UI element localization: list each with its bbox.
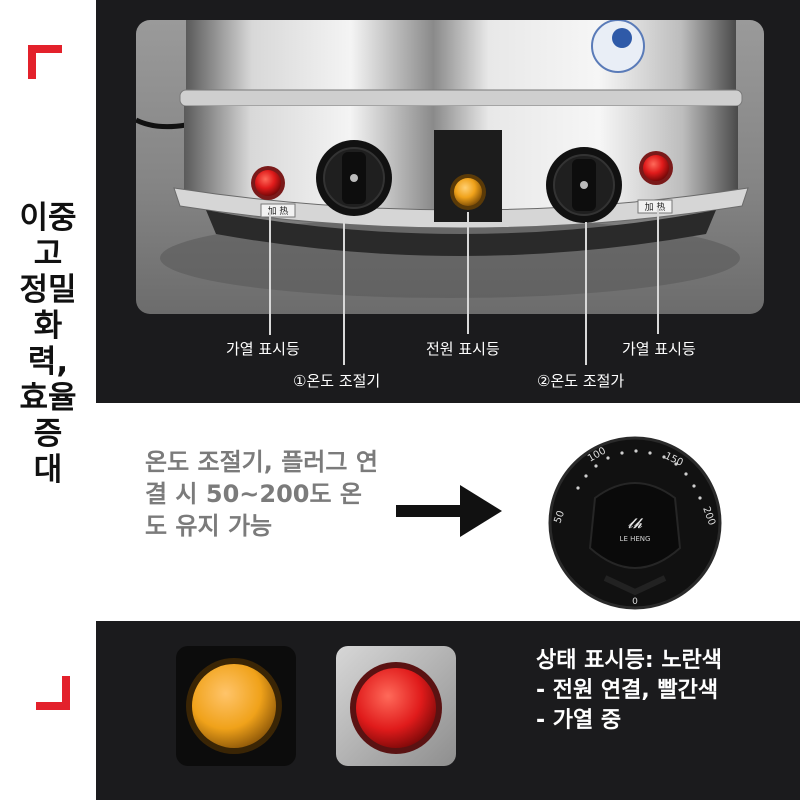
- leader-heat-right: [657, 208, 659, 334]
- dial-tick-label: 0: [632, 597, 638, 607]
- heat-plate-right: 加 热: [645, 201, 666, 213]
- urn-illustration: 加 热 加 热: [136, 20, 749, 298]
- thermostat-dial: 50 100 150 200 0 𝓵𝓱 LE HENG: [543, 431, 727, 615]
- callout-thermostat-2: ②온도 조절가: [537, 372, 625, 390]
- leader-thermo-2: [585, 222, 587, 365]
- dial-brand: LE HENG: [620, 535, 651, 543]
- corner-bracket-top-icon: [28, 45, 62, 79]
- dial-tick-label: 50: [552, 509, 567, 525]
- callout-heat-light-left: 가열 표시등: [226, 340, 300, 358]
- side-heading-line: 효율: [19, 380, 77, 416]
- indicator-description: 상태 표시등: 노란색 - 전원 연결, 빨간색 - 가열 중: [536, 648, 723, 733]
- side-heading-line: 화: [33, 308, 63, 344]
- arrow-right-icon: [396, 485, 502, 537]
- callout-power-light: 전원 표시등: [426, 340, 500, 358]
- side-heading-line: 정밀: [19, 272, 77, 308]
- leader-heat-left: [269, 210, 271, 335]
- heat-plate-left: 加 热: [268, 205, 289, 217]
- side-heading-line: 대: [33, 452, 63, 488]
- side-banner: 이중 고 정밀 화 력, 효율 증 대: [0, 0, 96, 800]
- callout-heat-light-right: 가열 표시등: [622, 340, 696, 358]
- side-heading-line: 이중: [19, 200, 77, 236]
- side-heading-line: 력,: [27, 344, 69, 380]
- device-photo: 加 热 加 热: [136, 20, 764, 314]
- leader-power: [467, 212, 469, 334]
- callout-thermostat-1: ①온도 조절기: [293, 372, 381, 390]
- leader-thermo-1: [343, 215, 345, 365]
- red-lamp-icon: [350, 662, 442, 754]
- side-heading: 이중 고 정밀 화 력, 효율 증 대: [6, 200, 90, 488]
- side-heading-line: 증: [33, 416, 63, 452]
- side-heading-line: 고: [33, 236, 63, 272]
- thermostat-description: 온도 조절기, 플러그 연결 시 50~200도 온도 유지 가능: [145, 448, 378, 540]
- red-lamp-photo: [336, 646, 456, 766]
- corner-bracket-bottom-icon: [36, 676, 70, 710]
- yellow-lamp-icon: [186, 658, 282, 754]
- dial-logo-icon: 𝓵𝓱: [628, 516, 644, 532]
- yellow-lamp-photo: [176, 646, 296, 766]
